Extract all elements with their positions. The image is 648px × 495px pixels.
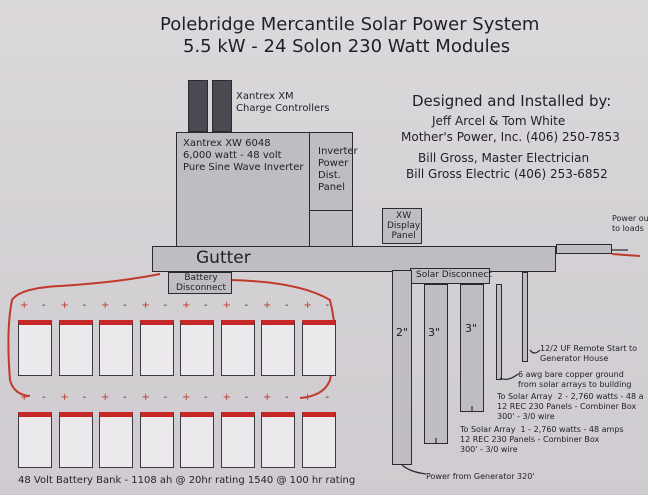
credits-line-3: Bill Gross, Master Electrician — [418, 151, 590, 165]
credits-line-4: Bill Gross Electric (406) 253-6852 — [406, 167, 608, 181]
charge-controller-1 — [188, 80, 208, 132]
battery-minus-terminal: - — [82, 300, 87, 311]
battery-cell — [58, 412, 93, 468]
credits-line-2: Mother's Power, Inc. (406) 250-7853 — [401, 130, 620, 144]
battery-minus-terminal: - — [163, 392, 168, 403]
battery-neg-wire — [7, 273, 161, 397]
battery-cell — [301, 320, 336, 376]
battery-minus-terminal: - — [123, 300, 127, 311]
battery-plus-terminal: + — [263, 300, 272, 311]
gutter-extension — [556, 244, 612, 254]
battery-minus-terminal: - — [204, 300, 208, 311]
remote-lead — [529, 349, 541, 354]
power-out-note: Power out to loads — [612, 214, 648, 233]
array1-note: To Solar Array 1 - 2,760 watts - 48 amps… — [460, 425, 624, 454]
battery-cell — [18, 320, 52, 376]
xw-display-box — [382, 208, 422, 244]
gutter-box — [152, 246, 556, 272]
battery-plus-terminal: + — [20, 392, 29, 403]
battery-bank-note: 48 Volt Battery Bank - 1108 ah @ 20hr ra… — [18, 475, 356, 486]
dist-panel-label: Inverter Power Dist. Panel — [318, 146, 358, 193]
generator-lead — [401, 464, 427, 475]
battery-plus-terminal: + — [303, 300, 312, 311]
battery-plus-terminal: + — [182, 392, 191, 403]
battery-cell — [220, 412, 255, 468]
conduit-ground — [496, 284, 502, 380]
battery-minus-terminal: - — [163, 300, 168, 311]
conduit-generator — [392, 270, 412, 465]
dist-panel-box — [309, 132, 353, 212]
battery-plus-terminal: + — [222, 392, 231, 403]
battery-plus-terminal: + — [141, 300, 150, 311]
diagram-title: Polebridge Mercantile Solar Power System — [160, 14, 540, 35]
solar-disconnect-label: Solar Disconnect — [416, 270, 492, 280]
conduit-remote — [522, 272, 528, 362]
conduit-array-1 — [424, 284, 448, 444]
conduit-array-2 — [460, 284, 484, 412]
load-wire — [611, 253, 641, 257]
ground-note: 6 awg bare copper ground from solar arra… — [518, 370, 632, 389]
dist-panel-lower — [309, 210, 353, 248]
battery-minus-terminal: - — [42, 392, 46, 403]
battery-cell — [139, 412, 174, 468]
remote-start-note: 12/2 UF Remote Start to Generator House — [540, 344, 638, 363]
conduit-size-generator: 2" — [396, 326, 409, 339]
gutter-label: Gutter — [196, 248, 251, 268]
battery-minus-terminal: - — [204, 392, 208, 403]
battery-cell — [301, 412, 336, 468]
diagram-subtitle: 5.5 kW - 24 Solon 230 Watt Modules — [183, 36, 511, 57]
battery-minus-terminal: - — [82, 392, 87, 403]
battery-disconnect-box — [168, 272, 232, 294]
battery-minus-terminal: - — [42, 300, 46, 311]
battery-cell — [18, 412, 52, 468]
battery-cell — [99, 412, 133, 468]
battery-minus-terminal: - — [285, 392, 289, 403]
battery-plus-terminal: + — [60, 392, 69, 403]
battery-plus-terminal: + — [101, 300, 110, 311]
battery-plus-terminal: + — [60, 300, 69, 311]
battery-minus-terminal: - — [325, 300, 330, 311]
credits-line-1: Jeff Arcel & Tom White — [432, 114, 566, 128]
array2-note: To Solar Array 2 - 2,760 watts - 48 a 12… — [497, 392, 644, 421]
battery-minus-terminal: - — [325, 392, 330, 403]
xw-display-label: XW Display Panel — [387, 211, 421, 241]
battery-cell — [99, 320, 133, 376]
battery-cell — [261, 412, 295, 468]
battery-disconnect-label: Battery Disconnect — [176, 273, 226, 293]
charge-controllers-label: Xantrex XM Charge Controllers — [236, 91, 330, 114]
battery-cell — [220, 320, 255, 376]
charge-controller-2 — [212, 80, 232, 132]
battery-plus-terminal: + — [303, 392, 312, 403]
battery-cell — [180, 412, 214, 468]
generator-note: Power from Generator 320' — [426, 472, 535, 481]
battery-cell — [58, 320, 93, 376]
battery-cell — [261, 320, 295, 376]
battery-cell — [139, 320, 174, 376]
conduit-size-array-2: 3" — [465, 322, 478, 335]
inverter-label: Xantrex XW 6048 6,000 watt - 48 volt Pur… — [183, 138, 304, 173]
battery-plus-terminal: + — [141, 392, 150, 403]
battery-plus-terminal: + — [182, 300, 191, 311]
battery-minus-terminal: - — [244, 300, 249, 311]
battery-plus-terminal: + — [101, 392, 110, 403]
battery-cell — [180, 320, 214, 376]
credits-heading: Designed and Installed by: — [412, 92, 612, 110]
ground-lead — [499, 373, 519, 380]
battery-plus-terminal: + — [20, 300, 29, 311]
battery-plus-terminal: + — [263, 392, 272, 403]
conduit-size-array-1: 3" — [428, 326, 441, 339]
battery-minus-terminal: - — [123, 392, 127, 403]
battery-minus-terminal: - — [244, 392, 249, 403]
battery-minus-terminal: - — [285, 300, 289, 311]
battery-plus-terminal: + — [222, 300, 231, 311]
